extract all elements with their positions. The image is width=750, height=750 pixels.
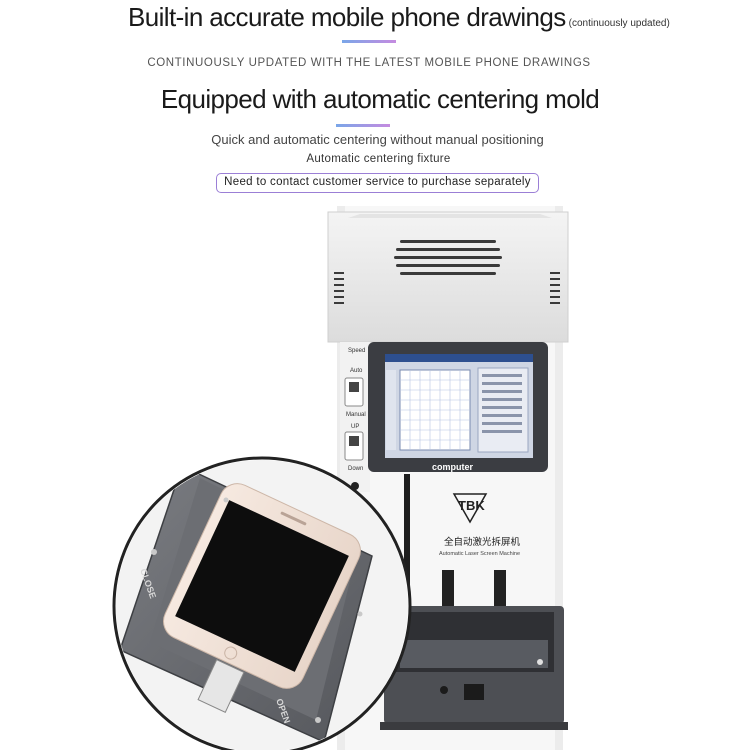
machine-body: Speed Auto Manual UP Down — [327, 206, 569, 750]
speed-label: Speed — [348, 348, 365, 354]
touch-monitor[interactable]: computer — [368, 342, 548, 472]
up-label: UP — [351, 424, 359, 430]
fixture-caption: Automatic centering fixture — [306, 153, 451, 165]
monitor-brand-label: computer — [432, 462, 474, 472]
machine-name-en: Automatic Laser Screen Machine — [439, 551, 520, 557]
hood-vents — [334, 240, 560, 304]
accent-bar-top — [342, 40, 396, 43]
machine-name-cn: 全自动激光拆屏机 — [444, 536, 521, 548]
subheading-updates: CONTINUOUSLY UPDATED WITH THE LATEST MOB… — [147, 57, 591, 69]
manual-label: Manual — [346, 412, 366, 418]
accent-bar-middle — [336, 124, 390, 127]
headline-secondary: Equipped with automatic centering mold — [160, 84, 600, 114]
tbk-logo: TBK — [452, 493, 488, 524]
iphone-in-fixture — [163, 483, 361, 689]
brand-text: TBK — [458, 498, 485, 513]
headline-primary-note: (continuously updated) — [568, 18, 670, 29]
headline-primary: Built-in accurate mobile phone drawings(… — [128, 2, 670, 33]
down-label: Down — [348, 466, 363, 472]
auto-label: Auto — [350, 368, 363, 374]
headline-primary-text: Built-in accurate mobile phone drawings — [128, 2, 566, 32]
purchase-notice-badge: Need to contact customer service to purc… — [216, 173, 539, 193]
fixture-zoom-callout: CLOSE OPEN — [112, 456, 412, 750]
subheading-centering: Quick and automatic centering without ma… — [211, 132, 544, 147]
fixture-handle-tab[interactable] — [197, 659, 245, 713]
product-illustration: Speed Auto Manual UP Down — [112, 206, 569, 750]
